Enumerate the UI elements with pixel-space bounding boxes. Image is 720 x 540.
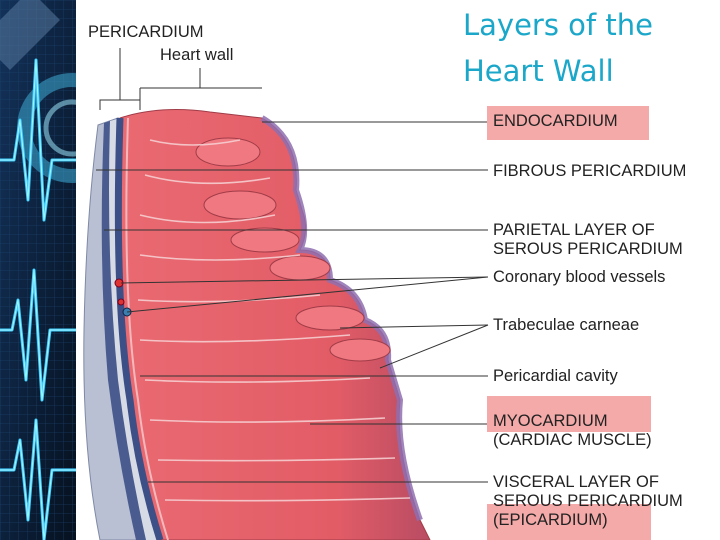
label-fibrous-pericardium: FIBROUS PERICARDIUM <box>493 162 687 180</box>
pericardium-heading: PERICARDIUM <box>88 23 204 41</box>
label-visceral-line2: SEROUS PERICARDIUM <box>493 492 683 510</box>
endocardium-highlight <box>487 106 649 140</box>
label-visceral-line1: VISCERAL LAYER OF <box>493 473 659 491</box>
decorative-sidebar <box>0 0 76 540</box>
epicardium-highlight <box>487 504 651 540</box>
label-myocardium-line2: (CARDIAC MUSCLE) <box>493 431 652 449</box>
label-visceral-layer: VISCERAL LAYER OF SEROUS PERICARDIUM (EP… <box>493 473 683 530</box>
label-parietal-line2: SEROUS PERICARDIUM <box>493 240 683 258</box>
label-myocardium-line1: MYOCARDIUM <box>493 412 608 430</box>
label-parietal-line1: PARIETAL LAYER OF <box>493 221 655 239</box>
label-myocardium: MYOCARDIUM (CARDIAC MUSCLE) <box>493 412 652 450</box>
label-visceral-line3: (EPICARDIUM) <box>493 511 608 529</box>
label-parietal-layer: PARIETAL LAYER OF SEROUS PERICARDIUM <box>493 221 683 259</box>
label-trabeculae: Trabeculae carneae <box>493 316 640 334</box>
label-endocardium: ENDOCARDIUM <box>493 112 618 130</box>
label-pericardial-cavity: Pericardial cavity <box>493 367 618 385</box>
label-coronary-vessels: Coronary blood vessels <box>493 268 666 286</box>
heart-wall-illustration <box>83 48 489 540</box>
heart-wall-heading: Heart wall <box>160 46 234 64</box>
slide-title: Layers of the Heart Wall <box>463 8 653 88</box>
myocardium-highlight <box>487 396 651 432</box>
